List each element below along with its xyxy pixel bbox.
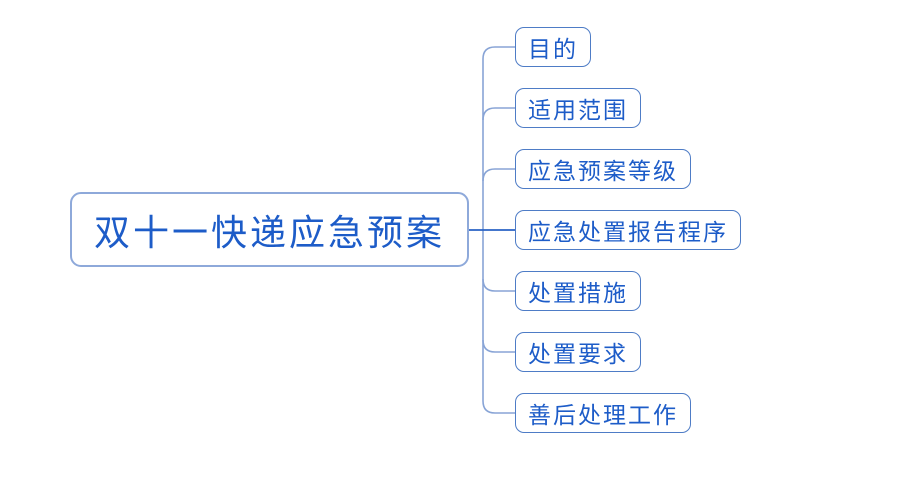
node-report-procedure[interactable]: 应急处置报告程序 — [515, 210, 741, 250]
node-purpose[interactable]: 目的 — [515, 27, 591, 67]
node-aftermath-label: 善后处理工作 — [528, 403, 678, 429]
node-requirements[interactable]: 处置要求 — [515, 332, 641, 372]
root-node-label: 双十一快递应急预案 — [93, 212, 445, 254]
node-scope-label: 适用范围 — [528, 98, 628, 124]
branch-connector-3 — [482, 168, 515, 182]
node-purpose-label: 目的 — [528, 37, 578, 63]
node-aftermath[interactable]: 善后处理工作 — [515, 393, 691, 433]
branch-connector-2 — [482, 107, 515, 121]
node-measures[interactable]: 处置措施 — [515, 271, 641, 311]
node-scope[interactable]: 适用范围 — [515, 88, 641, 128]
node-plan-level-label: 应急预案等级 — [528, 159, 678, 185]
branch-connector-5 — [482, 278, 515, 292]
root-node[interactable]: 双十一快递应急预案 — [70, 192, 469, 267]
node-requirements-label: 处置要求 — [528, 342, 628, 368]
node-measures-label: 处置措施 — [528, 281, 628, 307]
node-report-procedure-label: 应急处置报告程序 — [528, 220, 728, 246]
branch-connector-6 — [482, 339, 515, 353]
branch-connector-7 — [482, 400, 515, 414]
node-plan-level[interactable]: 应急预案等级 — [515, 149, 691, 189]
branch-connector-1 — [482, 46, 515, 60]
